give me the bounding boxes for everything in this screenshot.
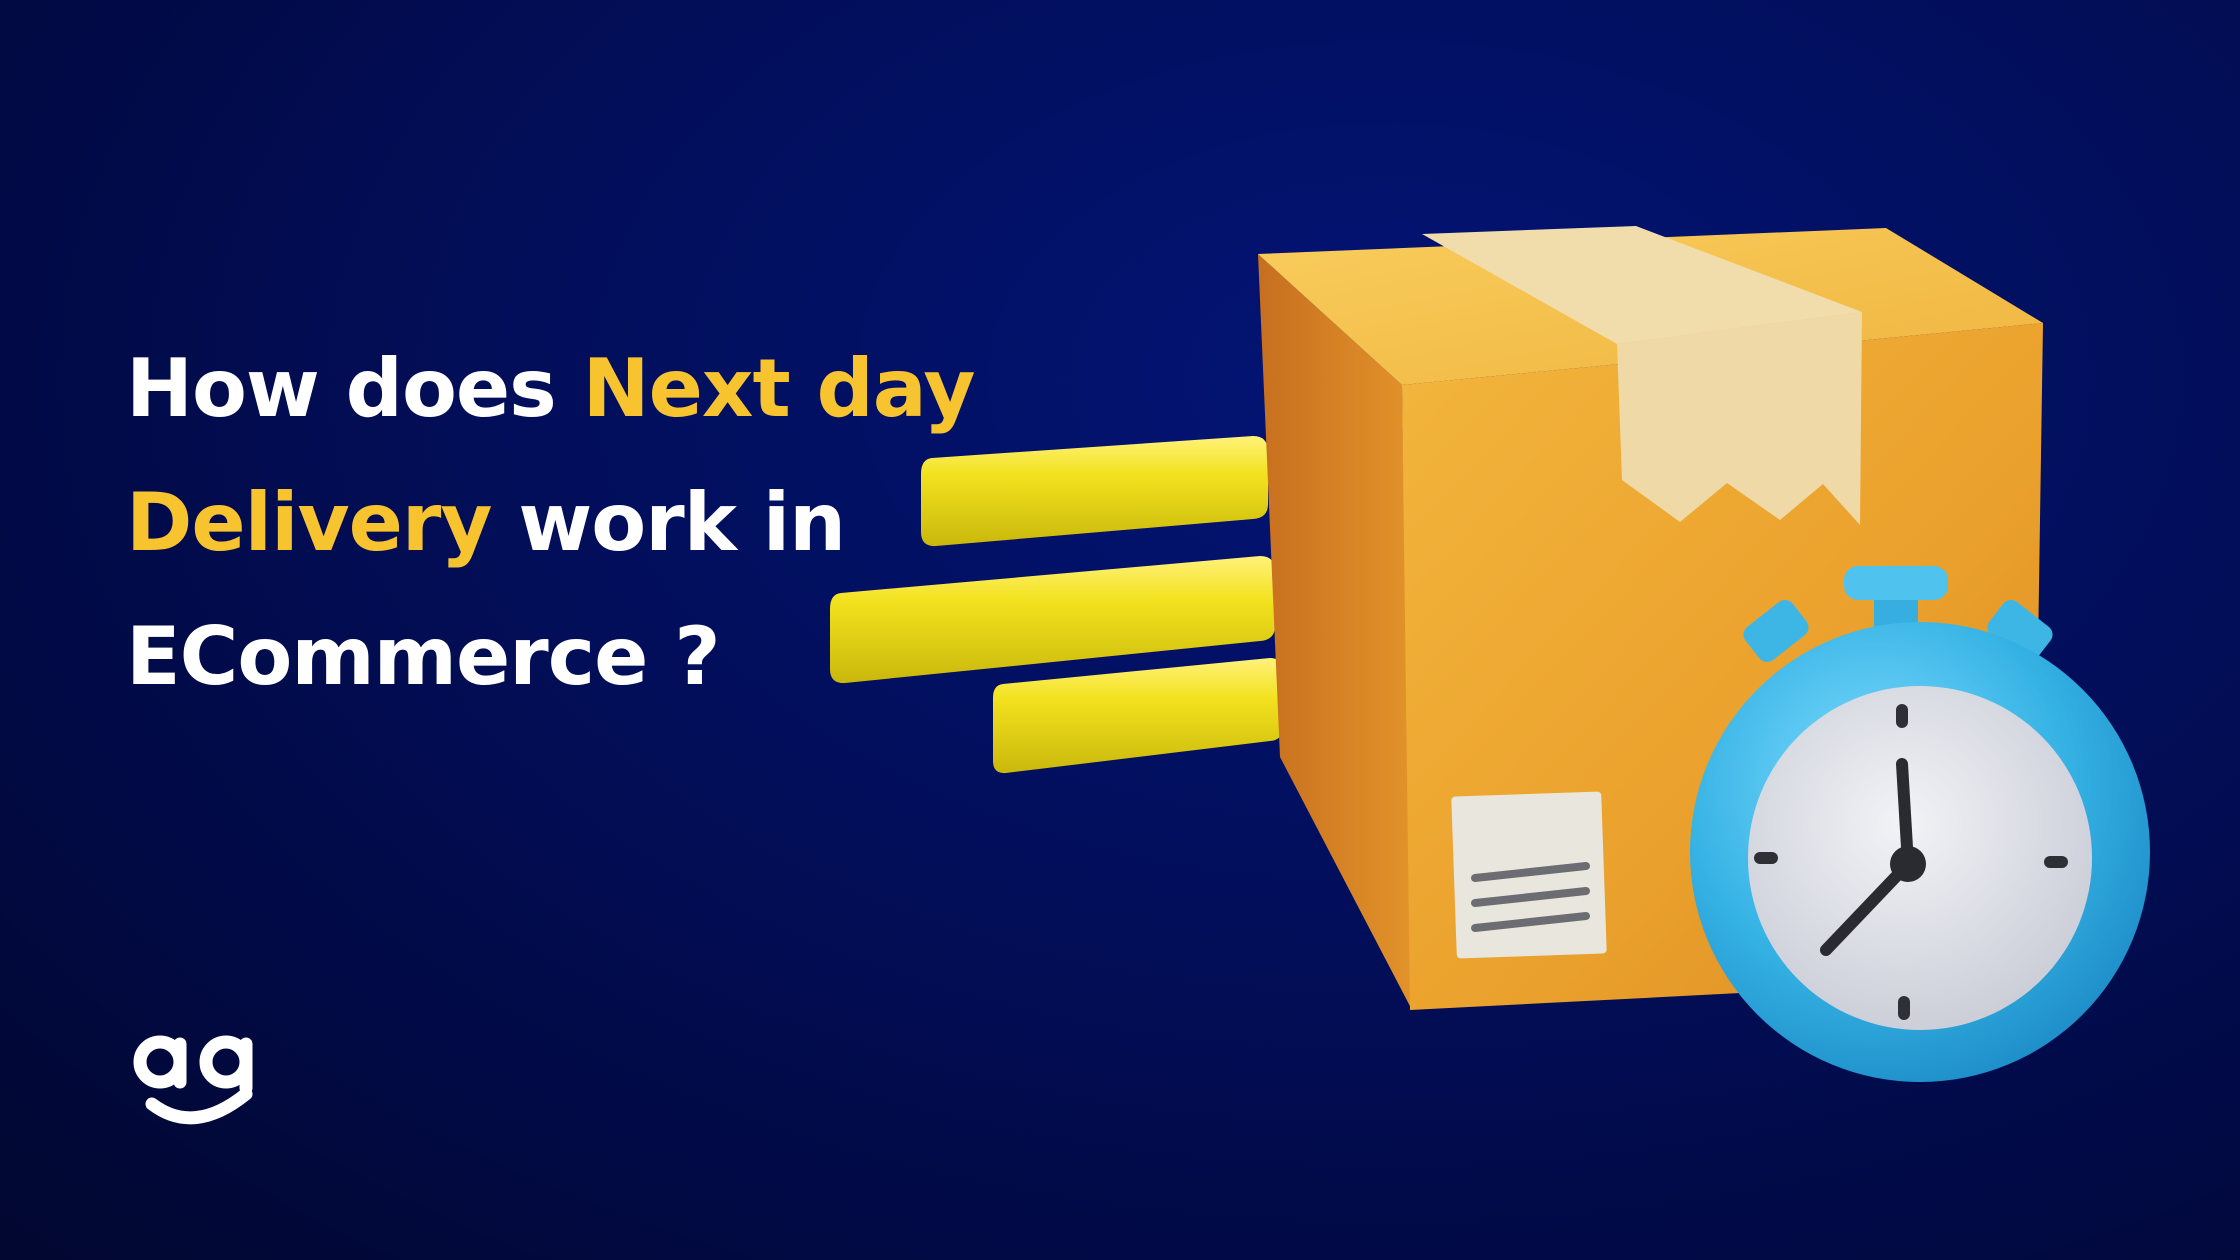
stopwatch-crown — [1844, 566, 1948, 600]
stopwatch-hub — [1890, 846, 1926, 882]
headline-line-3: ECommerce ? — [126, 610, 721, 703]
box-side-face — [1258, 254, 1412, 1010]
speed-bar-middle — [830, 556, 1275, 684]
stopwatch-right-button — [1987, 600, 2053, 662]
stopwatch-icon — [1690, 566, 2150, 1082]
stopwatch-ticks — [1754, 704, 2068, 1020]
tape-top — [1422, 226, 1862, 344]
stopwatch-left-button — [1743, 600, 1809, 662]
shipping-label-lines — [1471, 862, 1590, 932]
headline-accent-delivery: Delivery — [126, 476, 493, 569]
headline: How does Next day Delivery work in EComm… — [126, 322, 1026, 724]
headline-text-work-in: work in — [491, 476, 846, 569]
headline-text-how-does: How does — [126, 342, 583, 435]
headline-line-1: How does Next day — [126, 342, 976, 435]
speed-bar-bottom — [993, 658, 1283, 774]
headline-accent-next-day: Next day — [582, 342, 976, 435]
speed-bar-top — [921, 436, 1268, 547]
headline-line-2: Delivery work in — [126, 476, 846, 569]
headline-text-ecommerce: ECommerce ? — [126, 610, 721, 703]
speed-lines-icon — [830, 436, 1283, 774]
brand-logo-icon: ag — [133, 1035, 253, 1125]
tape-front — [1617, 312, 1862, 525]
